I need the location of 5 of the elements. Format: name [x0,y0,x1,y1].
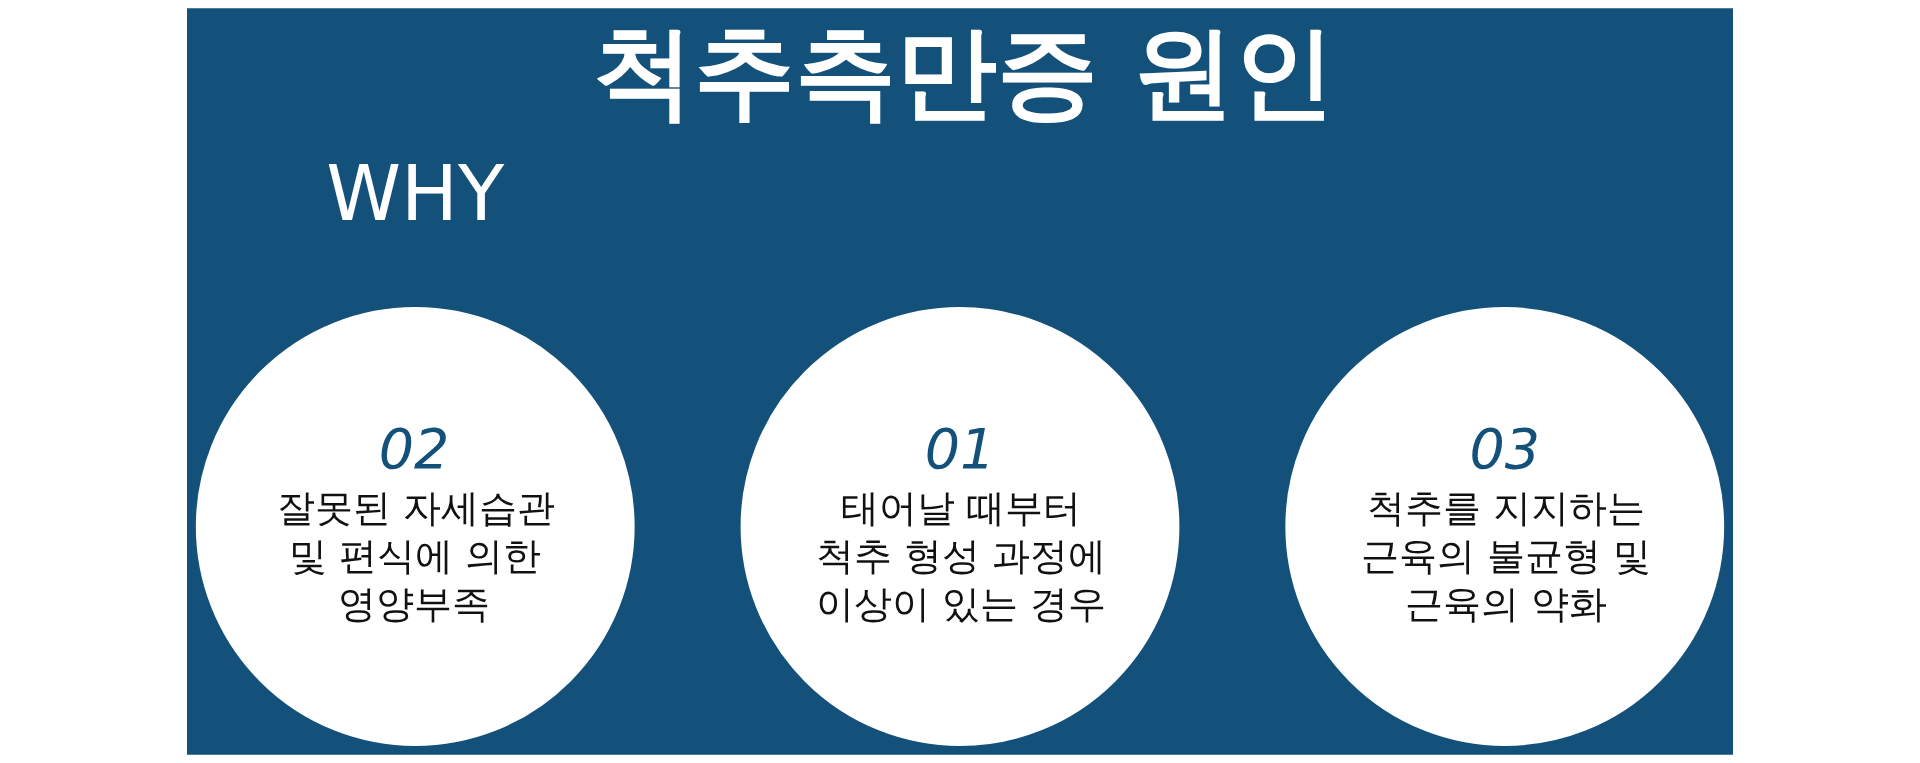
diagram-title: 척추측만증 원인 [593,12,1336,131]
node-circle: 03 척추를 지지하는 근육의 불균형 및 근육의 약화 [1285,307,1725,746]
node-circle: 02 잘못된 자세습관 및 편식에 의한 영양부족 [195,307,635,746]
node-circle: 01 태어날 때부터 척추 형성 과정에 이상이 있는 경우 [740,307,1180,746]
label: WHY [326,150,505,239]
